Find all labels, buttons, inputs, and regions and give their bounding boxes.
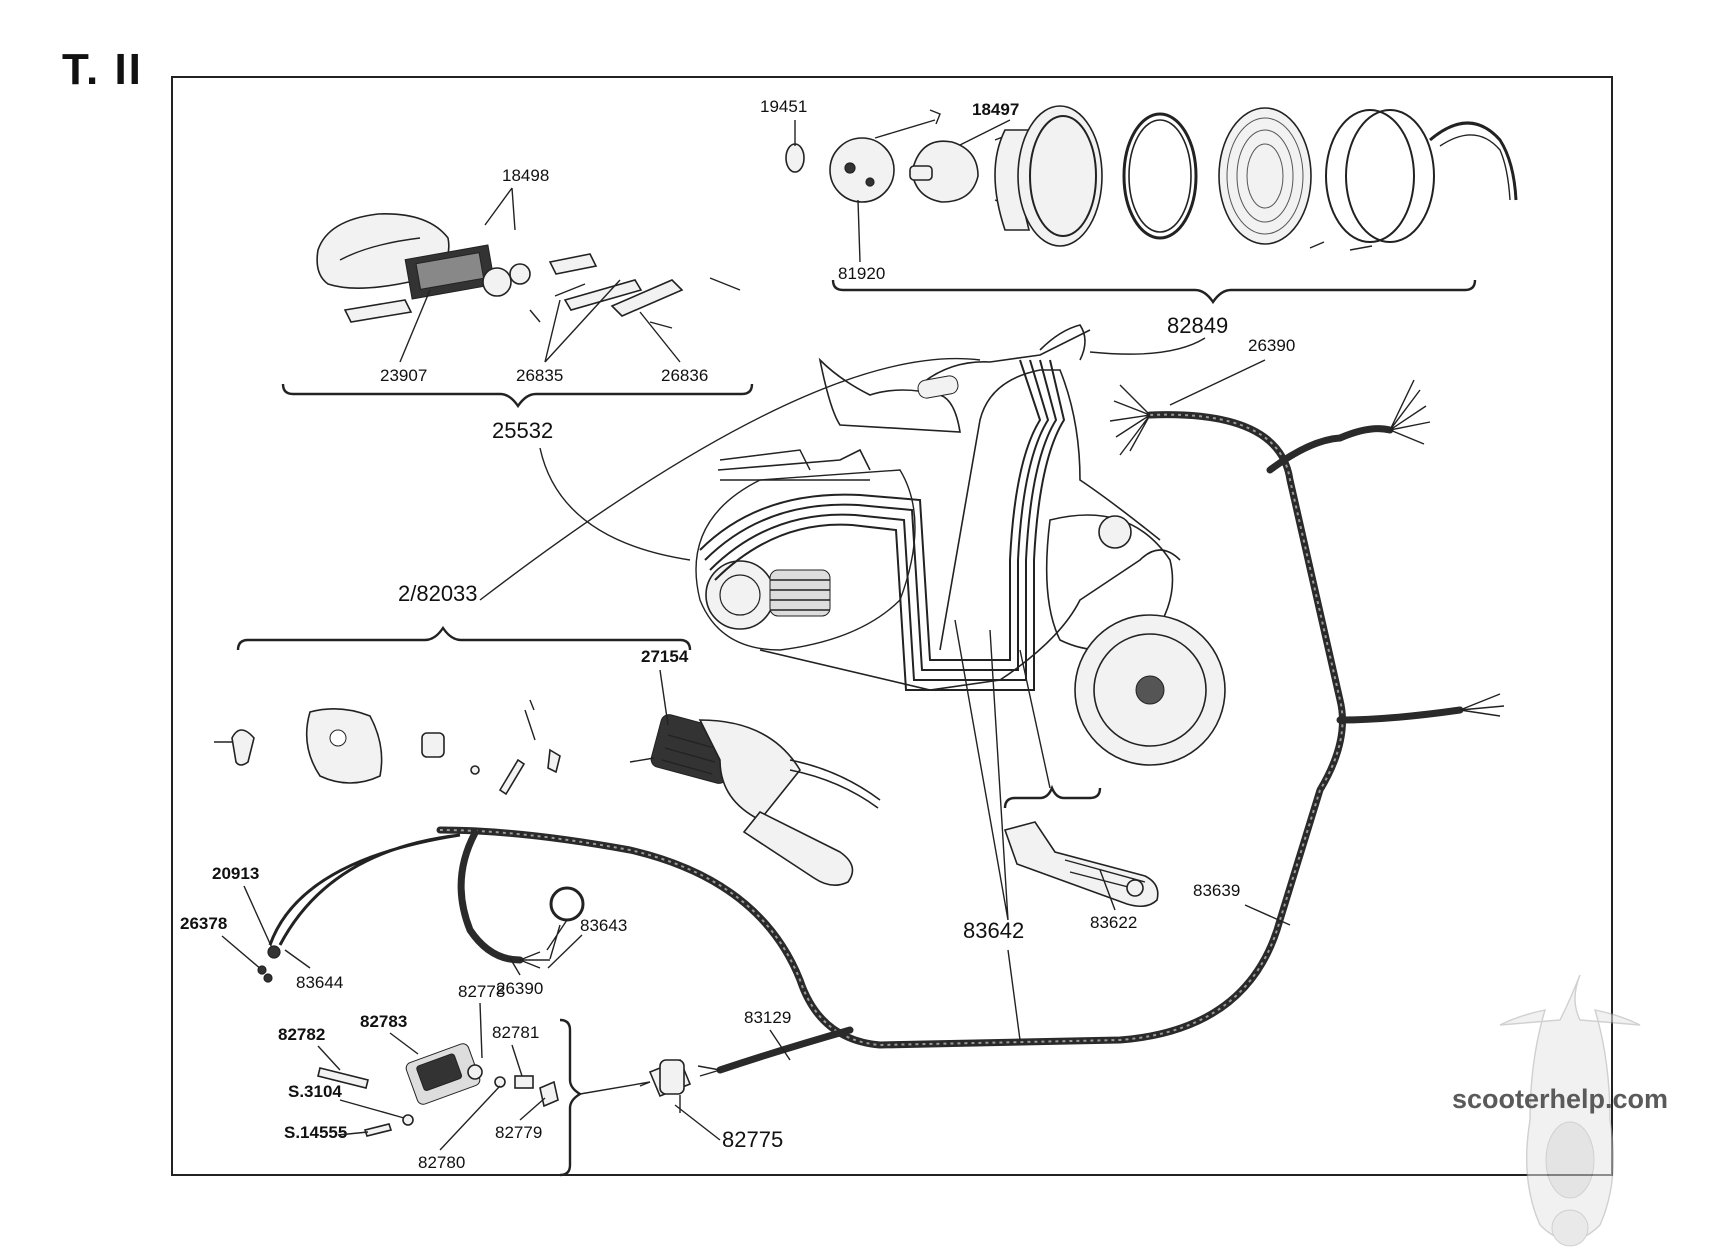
callout-82783: 82783 — [360, 1012, 407, 1031]
callout-82780: 82780 — [418, 1153, 465, 1172]
switch-components — [214, 699, 561, 796]
brace-82849 — [831, 279, 1477, 305]
callout-82779: 82779 — [495, 1123, 542, 1142]
callout-26390-bottom: 26390 — [496, 979, 543, 998]
watermark-text: scooterhelp.com — [1452, 1084, 1668, 1114]
handlebar-switch-assembly — [629, 714, 881, 886]
callout-83129: 83129 — [744, 1008, 791, 1027]
callout-18498: 18498 — [502, 166, 549, 185]
callout-83644: 83644 — [296, 973, 343, 992]
callout-83639: 83639 — [1193, 881, 1240, 900]
brace-2-82033 — [236, 625, 692, 651]
scooterhelp-logo — [1499, 974, 1641, 1247]
callout-26835: 26835 — [516, 366, 563, 385]
callout-25532: 25532 — [492, 418, 553, 443]
callout-26836: 26836 — [661, 366, 708, 385]
plate-label: T. II — [62, 45, 143, 94]
scooter-outline — [695, 324, 1226, 766]
headlamp-assembly — [785, 105, 1518, 251]
brace-82775 — [559, 1018, 583, 1177]
diagram-frame — [171, 76, 1613, 1176]
callout-20913: 20913 — [212, 864, 259, 883]
callout-26378: 26378 — [180, 914, 227, 933]
callout-82778: 82778 — [458, 982, 505, 1001]
callout-23907: 23907 — [380, 366, 427, 385]
callout-S3104: S.3104 — [288, 1082, 342, 1101]
brace-kick-start — [1003, 784, 1102, 809]
callout-83622: 83622 — [1090, 913, 1137, 932]
kick-start-lever — [1003, 821, 1159, 908]
callout-18497: 18497 — [972, 100, 1019, 119]
callout-27154: 27154 — [641, 647, 689, 666]
tail-lamp-assembly — [316, 213, 741, 329]
callout-83643: 83643 — [580, 916, 627, 935]
callout-82775: 82775 — [722, 1127, 783, 1152]
callout-26390-top: 26390 — [1248, 336, 1295, 355]
callout-82781: 82781 — [492, 1023, 539, 1042]
callout-19451: 19451 — [760, 97, 807, 116]
brace-25532 — [281, 383, 754, 409]
callout-2-82033: 2/82033 — [398, 581, 478, 606]
callout-83642: 83642 — [963, 918, 1024, 943]
ignition-switch-parts — [317, 1043, 692, 1137]
callout-82782: 82782 — [278, 1025, 325, 1044]
callout-81920: 81920 — [838, 264, 885, 283]
callout-S14555: S.14555 — [284, 1123, 347, 1142]
callout-82849: 82849 — [1167, 313, 1228, 338]
